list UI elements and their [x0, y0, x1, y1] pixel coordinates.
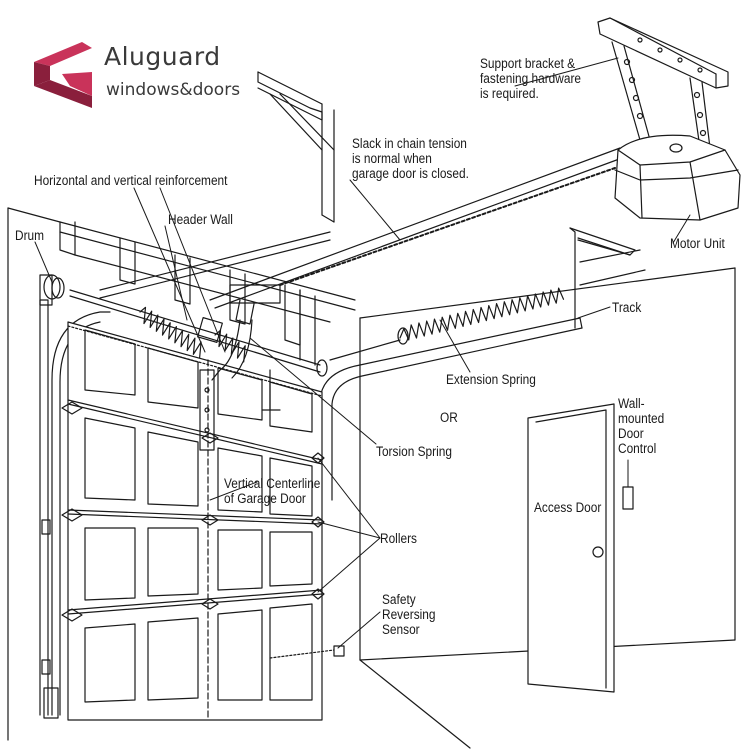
- brand-name: Aluguard: [104, 42, 221, 71]
- aluguard-logo-icon: [34, 42, 92, 108]
- brand-tagline: windows&doors: [106, 80, 241, 100]
- label-header-wall: Header Wall: [168, 212, 233, 227]
- access-door: [528, 404, 614, 692]
- safety-sensor-icon: [270, 646, 344, 658]
- label-slack-chain: Slack in chain tension is normal when ga…: [352, 136, 469, 181]
- label-track: Track: [612, 300, 642, 315]
- drum-icon: [40, 275, 64, 305]
- label-drum: Drum: [15, 228, 45, 243]
- label-access-door: Access Door: [534, 500, 602, 515]
- ceiling-reinforcement: [100, 72, 334, 298]
- label-motor-unit: Motor Unit: [670, 236, 725, 251]
- motor-unit-icon: [615, 135, 740, 220]
- leader-lines: [35, 58, 690, 648]
- label-horizontal-vertical-reinforcement: Horizontal and vertical reinforcement: [34, 173, 228, 188]
- label-rollers: Rollers: [380, 531, 417, 546]
- label-vertical-centerline: Vertical Centerline of Garage Door: [224, 476, 321, 506]
- opener-rail: [210, 148, 622, 324]
- label-support-bracket: Support bracket & fastening hardware is …: [480, 56, 582, 101]
- support-bracket: [598, 18, 728, 148]
- label-extension-spring: Extension Spring: [446, 372, 536, 387]
- wall-control-icon: [623, 487, 633, 509]
- torsion-spring: [70, 290, 327, 376]
- label-safety-sensor: Safety Reversing Sensor: [382, 592, 436, 637]
- hinge-icon: [62, 402, 324, 621]
- label-wall-mounted-control: Wall- mounted Door Control: [618, 396, 665, 456]
- garage-door: [40, 300, 324, 720]
- label-torsion-spring: Torsion Spring: [376, 444, 452, 459]
- label-or: OR: [440, 410, 458, 425]
